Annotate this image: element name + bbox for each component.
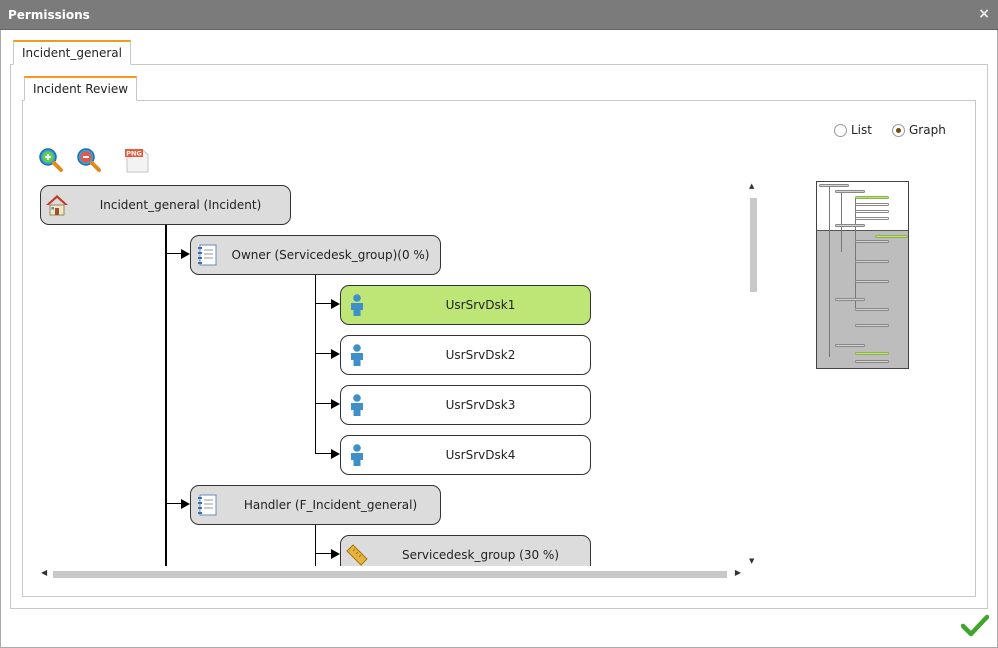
minimap-node xyxy=(875,235,908,238)
node-label: UsrSrvDsk2 xyxy=(445,348,516,362)
minimap-line xyxy=(829,187,830,357)
notebook-icon xyxy=(198,494,217,516)
connector-usr2 xyxy=(315,353,331,354)
user-icon xyxy=(351,444,363,466)
node-label: UsrSrvDsk3 xyxy=(445,398,516,412)
connector-usr1 xyxy=(315,303,331,304)
graph-view-radio[interactable]: Graph xyxy=(892,123,946,137)
graph-node-user[interactable]: UsrSrvDsk1 xyxy=(340,285,591,325)
zoom-out-icon[interactable] xyxy=(76,147,102,173)
user-icon xyxy=(351,294,363,316)
connector-usr3 xyxy=(315,403,331,404)
minimap-node xyxy=(819,184,849,187)
arrow-owner xyxy=(181,249,190,259)
ruler-icon xyxy=(346,544,368,566)
node-label: Servicedesk_group (30 %) xyxy=(401,548,560,562)
minimap-node xyxy=(855,210,889,213)
handler-connector xyxy=(315,524,316,566)
scroll-left-icon[interactable]: ◀ xyxy=(41,568,48,577)
node-label: Incident_general (Incident) xyxy=(99,198,262,212)
checkmark-icon[interactable] xyxy=(961,614,989,638)
arrow-servicedesk xyxy=(331,549,340,559)
graph-node-user[interactable]: UsrSrvDsk4 xyxy=(340,435,591,475)
owner-connector xyxy=(315,274,316,454)
minimap-node xyxy=(855,196,889,199)
minimap-node xyxy=(835,344,865,347)
graph-node-group[interactable]: Servicedesk_group (30 %) xyxy=(340,535,591,566)
minimap-node xyxy=(855,260,889,263)
list-view-radio[interactable]: List xyxy=(834,123,872,137)
scroll-right-icon[interactable]: ▶ xyxy=(734,568,741,577)
scroll-up-icon[interactable]: ▲ xyxy=(749,182,755,190)
title-bar: Permissions × xyxy=(0,0,998,30)
connector-servicedesk xyxy=(315,553,331,554)
arrow-usr2 xyxy=(331,349,340,359)
vertical-scrollbar[interactable]: ▲ ▼ xyxy=(746,181,760,566)
minimap-node xyxy=(855,352,889,355)
house-icon xyxy=(46,195,68,216)
minimap-node xyxy=(835,224,865,227)
minimap-node xyxy=(855,324,889,327)
graph-node-handler[interactable]: Handler (F_Incident_general) xyxy=(190,485,441,525)
close-icon[interactable]: × xyxy=(978,6,990,22)
minimap-node xyxy=(835,190,865,193)
arrow-usr1 xyxy=(331,299,340,309)
graph-node-owner[interactable]: Owner (Servicedesk_group)(0 %) xyxy=(190,235,441,275)
minimap-node xyxy=(855,360,889,363)
scroll-down-icon[interactable]: ▼ xyxy=(749,557,755,565)
outer-tab-panel xyxy=(10,64,988,609)
minimap-node xyxy=(855,203,889,206)
node-label: UsrSrvDsk4 xyxy=(445,448,516,462)
connector-usr4 xyxy=(315,453,331,454)
notebook-icon xyxy=(198,244,217,266)
minimap-node xyxy=(855,308,889,311)
horizontal-scrollbar[interactable]: ◀ ▶ xyxy=(36,567,746,581)
graph-node-user[interactable]: UsrSrvDsk3 xyxy=(340,385,591,425)
window-title: Permissions xyxy=(8,8,90,22)
user-icon xyxy=(351,344,363,366)
list-radio-label: List xyxy=(851,123,872,137)
minimap-node xyxy=(855,240,889,243)
root-connector xyxy=(165,225,167,566)
arrow-usr4 xyxy=(331,449,340,459)
arrow-handler xyxy=(181,499,190,509)
user-icon xyxy=(351,394,363,416)
graph-node-user[interactable]: UsrSrvDsk2 xyxy=(340,335,591,375)
minimap-node xyxy=(835,298,865,301)
png-export-icon[interactable]: PNG xyxy=(124,147,150,173)
list-radio-circle[interactable] xyxy=(834,123,847,137)
graph-radio-label: Graph xyxy=(909,123,946,137)
tab-incident-review[interactable]: Incident Review xyxy=(24,76,138,101)
graph-minimap[interactable] xyxy=(816,181,909,369)
connector-owner xyxy=(165,253,181,254)
horizontal-scroll-thumb[interactable] xyxy=(53,571,727,578)
vertical-scroll-thumb[interactable] xyxy=(750,198,757,292)
minimap-line xyxy=(855,198,856,308)
graph-canvas[interactable]: Incident_general (Incident) Owner (Servi… xyxy=(36,181,746,566)
node-label: Handler (F_Incident_general) xyxy=(243,498,418,512)
graph-node-root[interactable]: Incident_general (Incident) xyxy=(40,185,291,225)
zoom-in-icon[interactable] xyxy=(38,147,64,173)
png-label: PNG xyxy=(126,150,142,158)
inner-tab-panel xyxy=(22,100,976,597)
minimap-node xyxy=(855,217,889,220)
node-label: UsrSrvDsk1 xyxy=(445,298,516,312)
arrow-usr3 xyxy=(331,399,340,409)
minimap-node xyxy=(855,280,889,283)
graph-radio-circle[interactable] xyxy=(892,123,905,137)
tab-incident-general[interactable]: Incident_general xyxy=(13,40,131,65)
node-label: Owner (Servicedesk_group)(0 %) xyxy=(231,248,430,262)
minimap-line xyxy=(841,192,842,252)
connector-handler xyxy=(165,503,181,504)
